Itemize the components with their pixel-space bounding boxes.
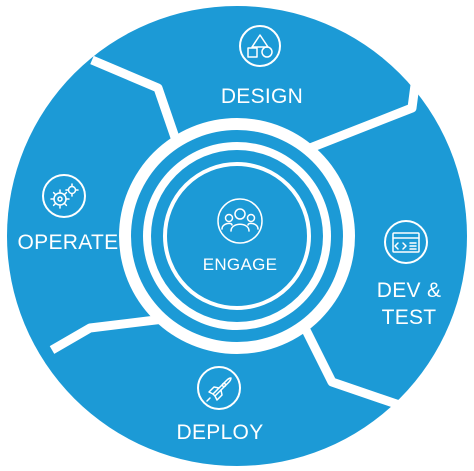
devtest-label-line1: DEV & (377, 279, 442, 302)
operate-label: OPERATE (18, 231, 119, 254)
segment-separators (49, 55, 423, 415)
deploy-label: DEPLOY (177, 421, 264, 444)
rocket-icon (197, 366, 241, 410)
shapes-icon (239, 25, 281, 67)
design-label: DESIGN (221, 85, 303, 108)
separator-devtest-deploy (295, 315, 416, 415)
center-label: ENGAGE (203, 255, 278, 274)
people-group-icon (217, 198, 263, 244)
center-ring-line (163, 162, 311, 310)
gears-icon (42, 174, 86, 218)
separator-design-devtest (298, 61, 423, 157)
separator-operate-design (90, 55, 185, 154)
code-window-icon (384, 220, 428, 264)
separator-deploy-operate (49, 313, 173, 354)
devtest-label-line2: TEST (382, 306, 437, 329)
center-disc (169, 168, 305, 304)
